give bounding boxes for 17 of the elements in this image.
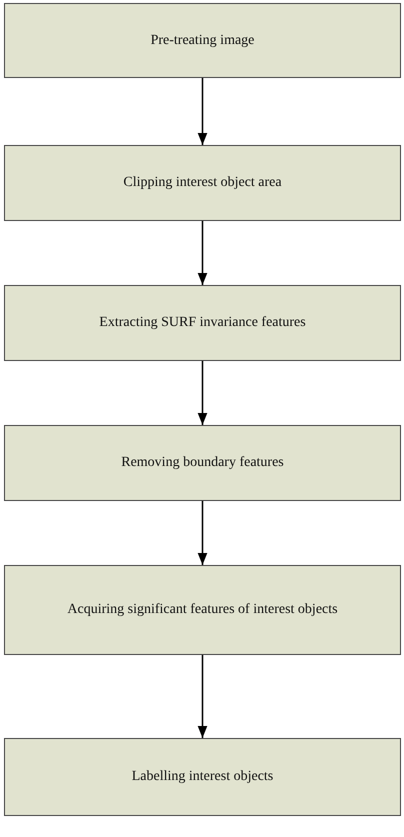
step-label: Labelling interest objects: [132, 768, 274, 786]
step-label: Extracting SURF invariance features: [99, 314, 306, 332]
process-box: [4, 145, 401, 221]
step-label: Removing boundary features: [121, 454, 284, 472]
process-box: [4, 738, 401, 816]
step-label: Pre-treating image: [150, 32, 254, 50]
process-box: [4, 285, 401, 361]
process-box: [4, 425, 401, 501]
arrow: [198, 361, 208, 425]
process-box: [4, 565, 401, 655]
arrow: [198, 501, 208, 565]
step-label: Acquiring significant features of interest objects: [67, 601, 338, 619]
arrow: [198, 78, 208, 145]
step-label: Clipping interest object area: [123, 174, 282, 192]
process-box: [4, 3, 401, 78]
arrow: [198, 655, 208, 738]
arrow: [198, 221, 208, 285]
